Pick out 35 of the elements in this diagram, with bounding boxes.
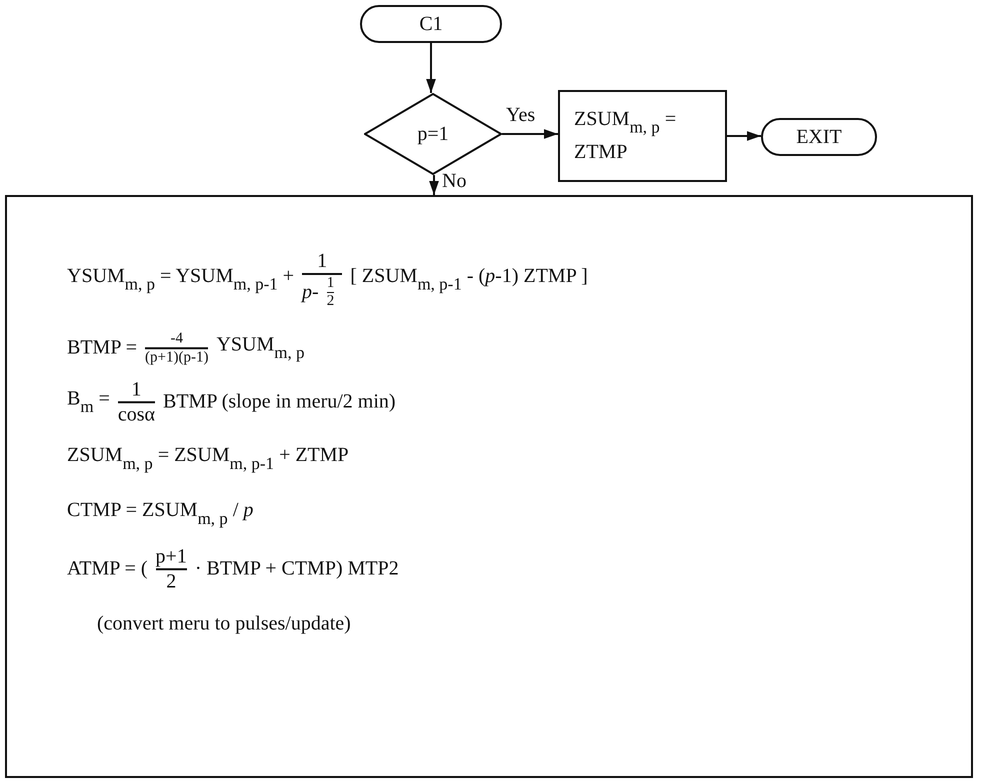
node-text: EXIT bbox=[796, 124, 842, 150]
equation-term: BTMP (slope in meru/2 min) bbox=[163, 390, 396, 414]
equation-term: (p+1)(p-1) bbox=[145, 348, 208, 366]
equation-term: [ ZSUM$_{m, p-1}$ - (p-1) ZTMP ] bbox=[350, 265, 588, 295]
arrow bbox=[426, 43, 436, 93]
equation-term: ATMP = ( bbox=[67, 558, 148, 580]
equation: CTMP = ZSUM$_{m, p}$ / p bbox=[67, 499, 254, 529]
edge-label: No bbox=[441, 170, 468, 193]
process-box bbox=[558, 90, 727, 182]
decision-diamond bbox=[364, 93, 502, 175]
equation-term: B$_{m}$ = bbox=[67, 387, 110, 417]
equation-term: p+1 bbox=[156, 545, 187, 568]
node-text: C1 bbox=[419, 12, 443, 36]
arrow bbox=[727, 131, 761, 141]
arrow bbox=[502, 129, 558, 139]
node-text: ZSUM$_{m, p}$ = ZTMP bbox=[574, 106, 678, 166]
process-box bbox=[5, 195, 973, 778]
equation-term: YSUM$_{m, p}$ bbox=[216, 333, 304, 363]
equation-term: p- bbox=[302, 280, 319, 304]
equation-term: 2 bbox=[166, 570, 176, 593]
equation: YSUM$_{m, p}$ = YSUM$_{m, p-1}$ + bbox=[67, 265, 294, 295]
equation-term: · BTMP + CTMP) MTP2 bbox=[194, 558, 399, 580]
arrow bbox=[429, 175, 439, 195]
equation-term: cosα bbox=[118, 402, 155, 426]
equation-term: 1 bbox=[131, 378, 142, 402]
exit-terminal bbox=[761, 118, 877, 156]
equation-term: 2 bbox=[326, 293, 334, 310]
note-text: (convert meru to pulses/update) bbox=[97, 612, 351, 636]
equation-term: -4 bbox=[170, 330, 183, 348]
equation-term: 1 bbox=[326, 274, 334, 292]
equation: ZSUM$_{m, p}$ = ZSUM$_{m, p-1}$ + ZTMP bbox=[67, 444, 349, 474]
equation-term: BTMP = bbox=[67, 336, 137, 360]
condition-text: p=1 bbox=[417, 122, 449, 146]
start-terminal bbox=[360, 5, 502, 43]
equation-term: 1 bbox=[317, 250, 328, 273]
